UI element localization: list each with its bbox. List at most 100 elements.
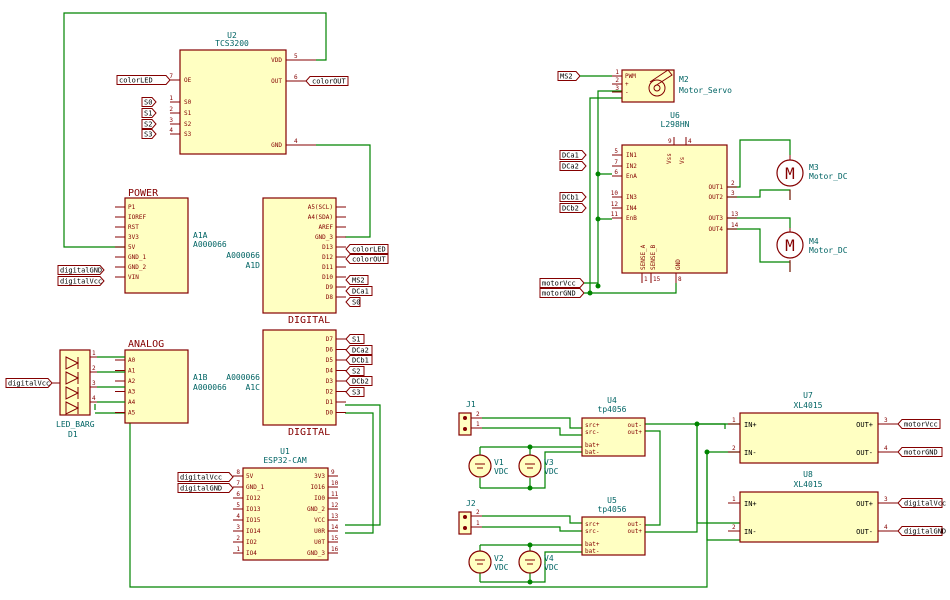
u6-gnd: GND bbox=[675, 259, 682, 270]
net-s3-d2[interactable]: S3 bbox=[345, 387, 365, 397]
u1-r-pin-num-5: 14 bbox=[331, 524, 339, 531]
u1-l-pin-num-5: 3 bbox=[236, 524, 240, 531]
u1-r-pin-num-0: 9 bbox=[331, 469, 335, 476]
net-ms2-servo[interactable]: MS2 bbox=[557, 71, 581, 81]
net-dca2-u6[interactable]: DCa2 bbox=[559, 161, 587, 171]
u1-body bbox=[242, 467, 329, 561]
d1-pin-3: 3 bbox=[92, 380, 96, 387]
u6-pin-l4: IN4 bbox=[626, 205, 637, 212]
m4-value: Motor_DC bbox=[809, 246, 848, 255]
u6-pin-1: 1 bbox=[644, 276, 648, 283]
u4-body bbox=[581, 417, 646, 457]
u1-r-pin-num-2: 11 bbox=[331, 491, 339, 498]
u5-tp4056[interactable]: U5 tp4056 src+ src- bat+ bat- out- out+ bbox=[581, 496, 646, 556]
net-digitalvcc-power[interactable]: digitalVcc bbox=[57, 276, 105, 286]
net-colorout-right-text: colorOUT bbox=[352, 256, 387, 264]
net-dcb1-d5[interactable]: DCb1 bbox=[345, 355, 373, 365]
net-digitalgnd-u8[interactable]: digitalGND bbox=[897, 526, 946, 536]
j2-pin-1: 1 bbox=[476, 520, 480, 527]
u7-pin-l1: IN- bbox=[744, 449, 757, 457]
j1-connector[interactable]: J1 2 1 bbox=[458, 400, 482, 436]
net-ms2-d10[interactable]: MS2 bbox=[345, 275, 369, 285]
analog-pin-4: A4 bbox=[128, 399, 136, 406]
net-colorout[interactable]: colorOUT bbox=[305, 76, 349, 86]
analog-title: ANALOG bbox=[128, 339, 164, 350]
net-dca1-u6[interactable]: DCa1 bbox=[559, 150, 587, 160]
net-motorvcc-u6[interactable]: motorVcc bbox=[539, 278, 585, 288]
net-digitalvcc-esp[interactable]: digitalVcc bbox=[177, 472, 234, 482]
net-s0-u2[interactable]: S0 bbox=[141, 97, 157, 107]
net-motorgnd-u7-text: motorGND bbox=[904, 449, 938, 457]
m4-symbol: M bbox=[785, 236, 795, 255]
u1-esp32cam[interactable]: U1 ESP32-CAM 85V7GND_16IO125IO134IO153IO… bbox=[233, 447, 339, 561]
m4-ref: M4 bbox=[809, 237, 819, 246]
net-digitalvcc-u8[interactable]: digitalVcc bbox=[897, 498, 946, 508]
u1-r-pin-0: 3V3 bbox=[314, 473, 325, 480]
digital-bottom-value: A000066 bbox=[226, 373, 260, 382]
net-motorvcc-u7[interactable]: motorVcc bbox=[897, 419, 941, 429]
net-s2-d4[interactable]: S2 bbox=[345, 366, 365, 376]
net-s1-u2[interactable]: S1 bbox=[141, 108, 157, 118]
net-digitalgnd-esp[interactable]: digitalGND bbox=[177, 483, 234, 493]
u4-tp4056[interactable]: U4 tp4056 src+ src- bat+ bat- out- out+ bbox=[581, 396, 646, 457]
power-title: POWER bbox=[128, 188, 159, 199]
net-colorled-right-text: colorLED bbox=[352, 246, 386, 254]
power-block[interactable]: POWER A1A A000066 P1IOREFRST3V35VGND_1GN… bbox=[115, 188, 227, 294]
u6-l298hn[interactable]: U6 L298HN 5IN17IN26EnA10IN312IN411EnB2OU… bbox=[611, 111, 739, 283]
net-s0-d8[interactable]: S0 bbox=[345, 297, 361, 307]
u6-pin-num-l2: 6 bbox=[614, 169, 618, 176]
m3-dc-motor[interactable]: M M3 Motor_DC bbox=[776, 155, 848, 200]
dtop-pin-8: D9 bbox=[326, 284, 334, 291]
m4-dc-motor[interactable]: M M4 Motor_DC bbox=[776, 228, 848, 272]
net-s0-d8-text: S0 bbox=[352, 299, 360, 307]
net-colorled-left[interactable]: colorLED bbox=[116, 75, 171, 85]
net-s1-d7[interactable]: S1 bbox=[345, 334, 365, 344]
u5-out-plus: out+ bbox=[628, 528, 643, 535]
net-s2-u2[interactable]: S2 bbox=[141, 119, 157, 129]
net-digitalgnd-power[interactable]: digitalGND bbox=[57, 265, 105, 275]
d1-led-bargraph[interactable]: 1 2 3 4 LED_BARG D1 bbox=[52, 349, 125, 439]
net-s3-u2[interactable]: S3 bbox=[141, 129, 157, 139]
net-s1-u2-text: S1 bbox=[144, 110, 152, 118]
analog-value: A000066 bbox=[193, 383, 227, 392]
m3-ref: M3 bbox=[809, 163, 819, 172]
m2-pin-0: PWM bbox=[625, 73, 636, 80]
analog-pin-0: A0 bbox=[128, 357, 136, 364]
net-dca1-d9[interactable]: DCa1 bbox=[345, 286, 373, 296]
u8-pin-l1: IN- bbox=[744, 528, 757, 536]
u6-vss: Vss bbox=[666, 153, 673, 164]
u1-l-pin-3: IO13 bbox=[246, 506, 261, 513]
dbot-pin-7: D0 bbox=[326, 410, 334, 417]
net-dca2-d6[interactable]: DCa2 bbox=[345, 345, 373, 355]
u5-value: tp4056 bbox=[598, 505, 627, 514]
net-digitalvcc-power-text: digitalVcc bbox=[60, 278, 102, 286]
m2-body bbox=[621, 69, 675, 103]
net-dcb2-u6[interactable]: DCb2 bbox=[559, 203, 587, 213]
digital-top-block[interactable]: DIGITAL A000066 A1D A5(SCL)A4(SDA)AREFGN… bbox=[226, 197, 346, 326]
net-dcb1-u6[interactable]: DCb1 bbox=[559, 192, 587, 202]
net-dcb2-d3[interactable]: DCb2 bbox=[345, 376, 373, 386]
u6-pin-r2: OUT3 bbox=[709, 215, 724, 222]
net-motorgnd-u7[interactable]: motorGND bbox=[897, 447, 943, 457]
u1-l-pin-num-1: 7 bbox=[236, 480, 240, 487]
net-colorled-right[interactable]: colorLED bbox=[345, 244, 389, 254]
u7-pin-l0: IN+ bbox=[744, 421, 757, 429]
u8-body bbox=[739, 491, 879, 543]
u6-pin-l1: IN2 bbox=[626, 163, 637, 170]
j2-connector[interactable]: J2 2 1 bbox=[458, 499, 482, 535]
net-colorout-right[interactable]: colorOUT bbox=[345, 254, 389, 264]
net-digitalvcc-led[interactable]: digitalVcc bbox=[5, 378, 53, 388]
u2-pin-l2: S1 bbox=[184, 110, 192, 117]
net-digitalgnd-power-text: digitalGND bbox=[60, 267, 102, 275]
net-motorgnd-u6[interactable]: motorGND bbox=[539, 288, 585, 298]
